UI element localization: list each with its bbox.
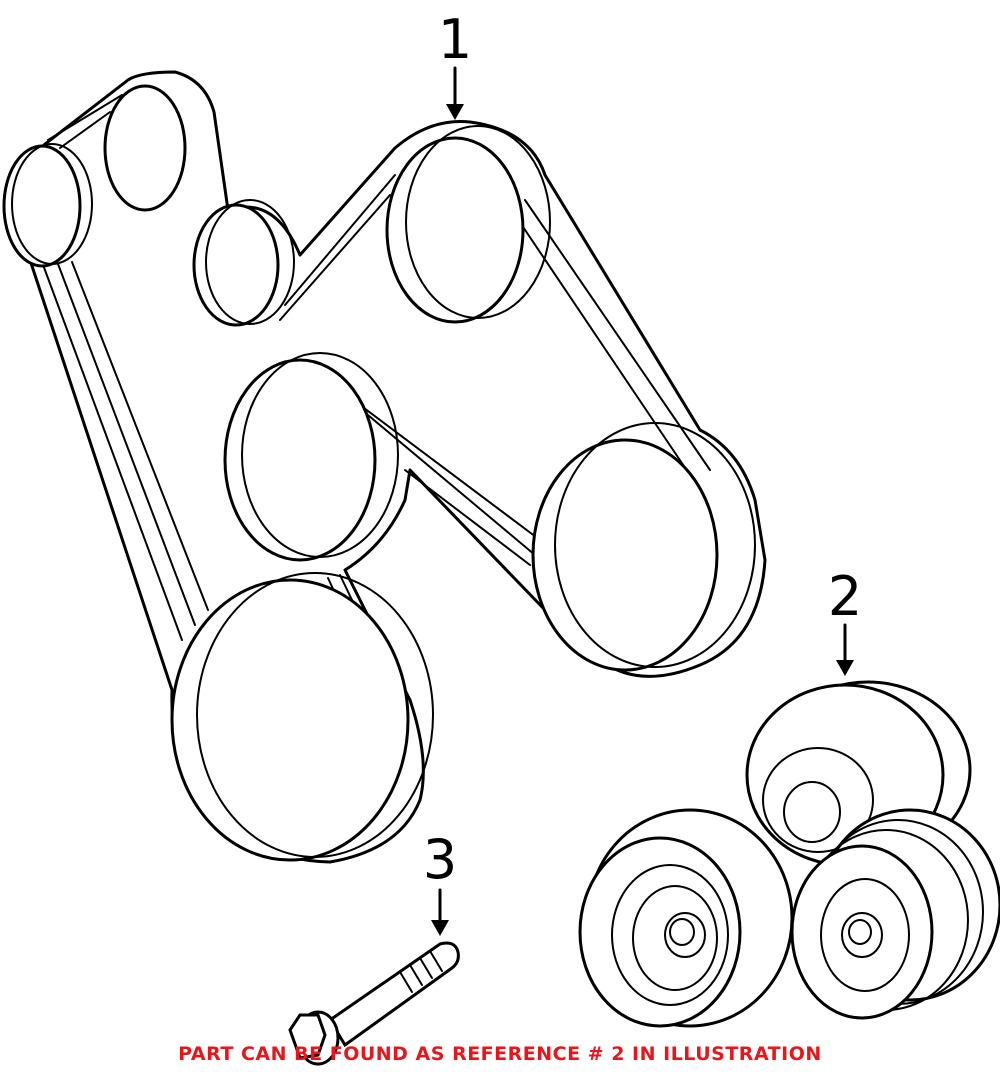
bolt-thread-2 xyxy=(409,964,423,986)
belt-rib-diag-2 xyxy=(349,399,536,556)
callout-1-arrow-head xyxy=(446,104,464,120)
callout-2-arrow-head xyxy=(836,660,854,676)
pulley-idler-small-rim xyxy=(205,199,295,325)
tensioner-assembly[interactable] xyxy=(578,680,1000,1028)
belt-rib-right-1 xyxy=(524,199,711,471)
belt-pulleys xyxy=(2,84,756,862)
pulley-top-right-rim xyxy=(405,125,551,319)
belt-rib-diag-3 xyxy=(404,469,531,566)
pulley-right-rim xyxy=(554,422,756,668)
bolt-shank xyxy=(327,941,460,1048)
belt-rib-left-3 xyxy=(71,261,209,611)
pulley-top-small xyxy=(103,84,187,212)
pulley-right xyxy=(531,438,719,672)
pulley-top-left-rim xyxy=(11,143,93,265)
pulley-crank-rim xyxy=(196,572,434,858)
bolt-thread-3 xyxy=(419,957,433,979)
belt-rib-top-1 xyxy=(47,94,123,141)
belt-rib-mid-2 xyxy=(279,194,391,321)
bolt-head xyxy=(288,1013,327,1060)
callout-3-arrow-head xyxy=(431,920,449,936)
bolt-thread-1 xyxy=(399,971,413,993)
pulley-top-left xyxy=(2,144,82,268)
reference-note: PART CAN BE FOUND AS REFERENCE # 2 IN IL… xyxy=(178,1043,822,1065)
pulley-crank xyxy=(170,578,410,862)
callout-2-number: 2 xyxy=(828,565,862,628)
idler-pulley-right-ring xyxy=(820,878,910,992)
belt-rib-diag-1 xyxy=(339,389,541,541)
idler-pulley-left-ring-1 xyxy=(611,864,729,1006)
callout-1: 1 xyxy=(438,8,472,120)
tensioner-rear-hub-ring xyxy=(762,747,874,853)
bolt-thread-4 xyxy=(429,950,443,972)
pulley-top-right xyxy=(385,136,525,324)
flange-bolt[interactable] xyxy=(288,941,460,1066)
belt-rib-top-2 xyxy=(59,111,111,149)
callout-3-number: 3 xyxy=(423,828,457,891)
callout-3: 3 xyxy=(423,828,457,936)
idler-pulley-left-ring-2 xyxy=(632,885,718,991)
belt-rib-left-1 xyxy=(41,261,183,641)
idler-pulley-left-nut xyxy=(664,912,706,958)
belt-rib-right-2 xyxy=(514,214,701,491)
idler-pulley-right-bolt xyxy=(848,919,872,945)
callout-2: 2 xyxy=(828,565,862,676)
belt-rib-left-2 xyxy=(57,263,196,626)
pulley-center xyxy=(223,358,377,562)
belt-rib-mid-1 xyxy=(284,174,396,306)
pulley-center-rim xyxy=(241,352,399,558)
idler-pulley-left-bolt xyxy=(669,918,695,946)
callout-1-number: 1 xyxy=(438,8,472,71)
tensioner-rear-hub xyxy=(783,781,841,843)
pulley-idler-small xyxy=(192,203,280,327)
